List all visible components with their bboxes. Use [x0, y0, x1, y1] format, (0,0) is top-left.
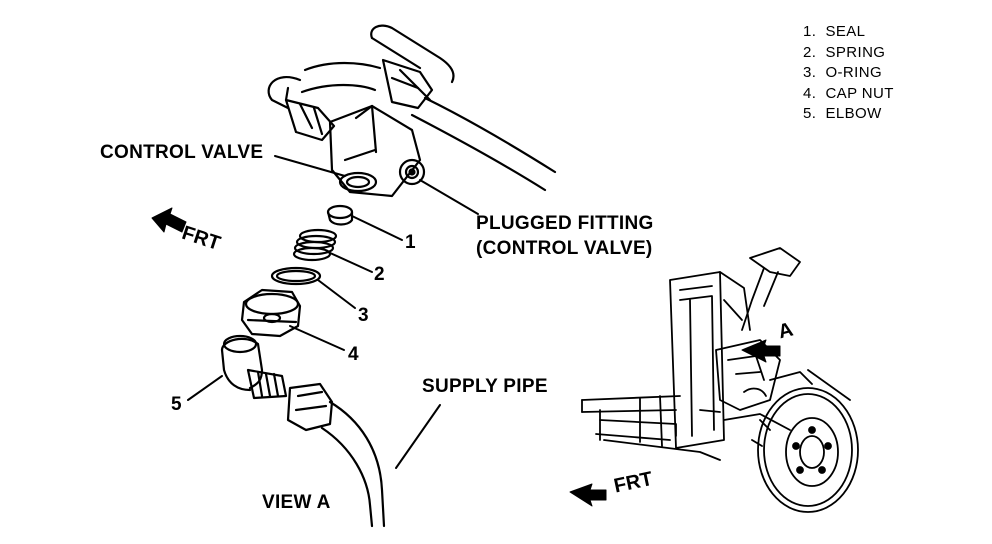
- upper-pipe-assembly: [267, 24, 557, 198]
- cap-nut-part: [240, 288, 302, 338]
- control-valve-label: CONTROL VALVE: [100, 142, 264, 163]
- view-a-arrow: [741, 339, 781, 363]
- seal-part: [326, 204, 354, 226]
- leader-lines: [187, 155, 479, 469]
- callout-2: 2: [374, 264, 385, 285]
- callout-1: 1: [405, 232, 416, 253]
- callout-5: 5: [171, 394, 182, 415]
- plugged-fitting-label-line2: (CONTROL VALVE): [476, 238, 653, 259]
- vehicle-overview: [581, 247, 859, 513]
- legend-item: 3. O-RING: [803, 64, 883, 81]
- legend-item: 2. SPRING: [803, 43, 886, 61]
- parts-legend: 1. SEAL 2. SPRING 3. O-RING 4. CAP NUT 5…: [803, 22, 894, 125]
- frt-arrow-left: [151, 207, 187, 233]
- callout-3: 3: [358, 305, 369, 326]
- legend-item: 4. CAP NUT: [803, 84, 894, 102]
- o-ring-part: [270, 266, 322, 286]
- frt-arrow-right: [569, 483, 607, 507]
- legend-item: 1. SEAL: [803, 23, 866, 40]
- supply-pipe-label: SUPPLY PIPE: [422, 376, 548, 397]
- elbow-part: [220, 334, 288, 400]
- spring-part: [292, 228, 338, 262]
- supply-pipe: [286, 382, 386, 528]
- plugged-fitting-label-line1: PLUGGED FITTING: [476, 213, 654, 234]
- callout-4: 4: [348, 344, 359, 365]
- legend-item: 5. ELBOW: [803, 105, 882, 122]
- view-a-label: VIEW A: [262, 492, 331, 513]
